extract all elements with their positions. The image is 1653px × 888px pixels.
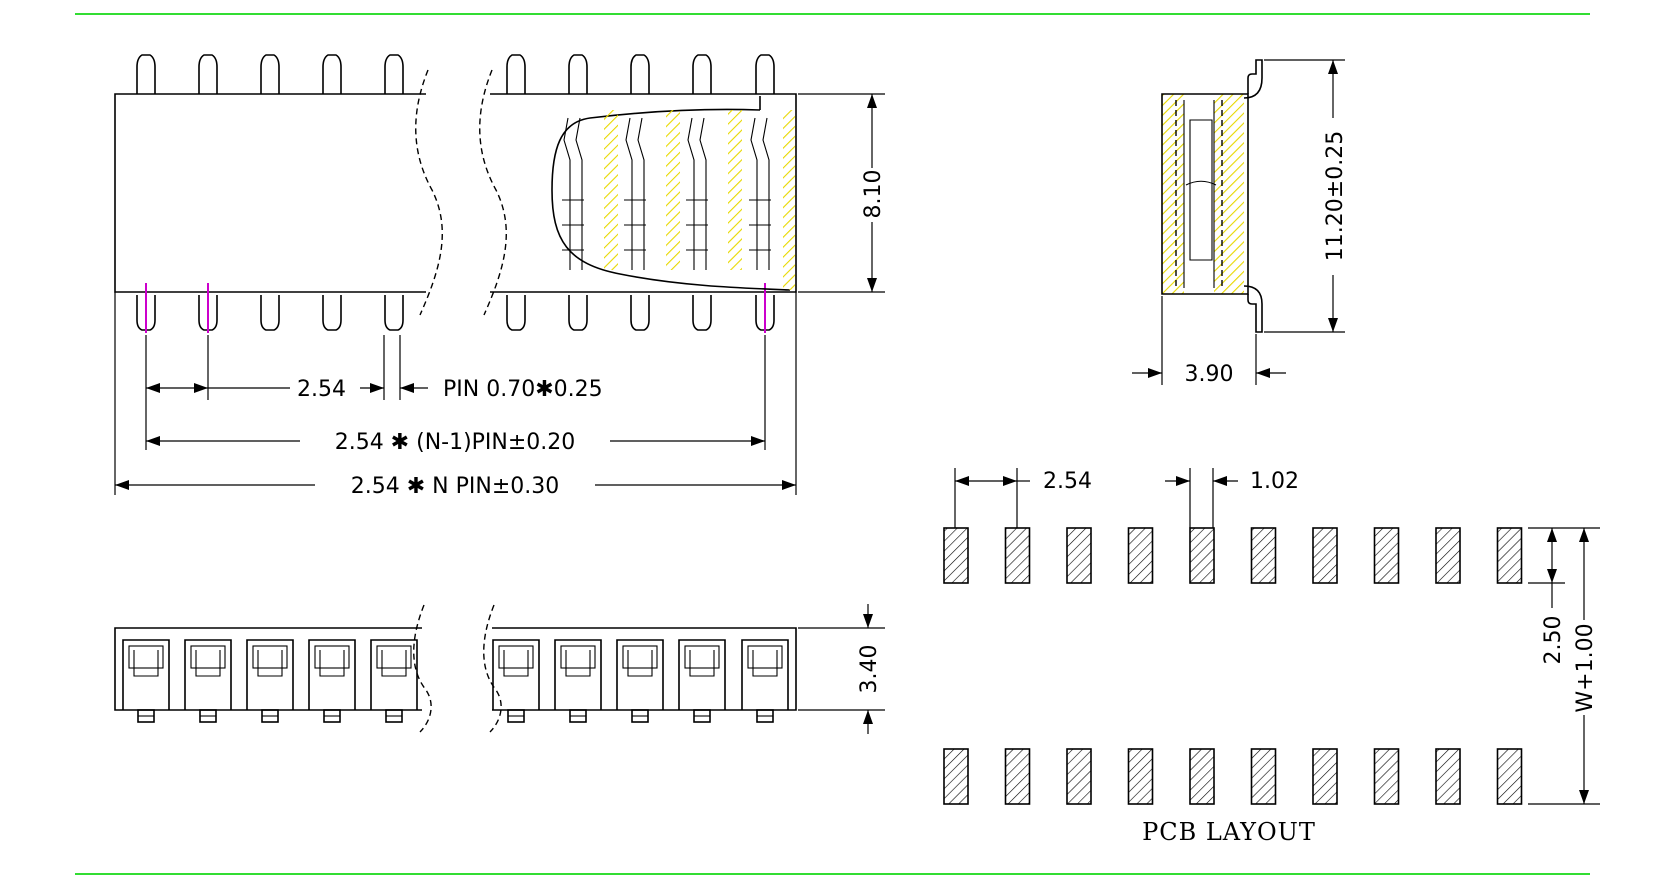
pin-span-label: 2.54 ✱ (N-1)PIN±0.20	[335, 430, 576, 455]
top-pin-10	[755, 54, 775, 94]
side-view: 11.20±0.25 3.90	[1132, 59, 1348, 387]
top-pin-7	[568, 54, 588, 94]
side-width-label: 3.90	[1185, 362, 1234, 387]
pcb-pad-length-label: 2.50	[1541, 616, 1566, 665]
bottom-cell-9	[678, 639, 726, 723]
bottom-cell-4	[308, 639, 356, 723]
pcb-row-span-label: W+1.00	[1573, 623, 1598, 712]
top-pin-9	[692, 54, 712, 94]
pcb-pad-top-9	[1435, 527, 1461, 584]
top-pins	[136, 54, 775, 94]
bottom-pin-3	[260, 295, 280, 331]
bottom-cell-8	[616, 639, 664, 723]
pcb-pad-top-6	[1250, 527, 1277, 584]
pcb-pad-top-8	[1373, 527, 1400, 584]
bottom-cell-5	[370, 639, 418, 723]
front-view: 8.10 2.54 PIN 0.70✱0.25 2.54 ✱ (N-1)PIN±…	[114, 54, 886, 499]
contact-rib-4	[749, 199, 771, 251]
bottom-cell-6	[492, 639, 540, 723]
contact-rib-3	[686, 199, 708, 251]
bottom-cell-10	[741, 639, 789, 723]
top-pin-1	[136, 54, 156, 94]
bottom-pin-5	[384, 295, 404, 331]
top-pin-6	[506, 54, 526, 94]
pcb-pad-top-7	[1312, 527, 1338, 584]
bottom-cell-2	[184, 639, 232, 723]
top-pin-2	[198, 54, 218, 94]
pcb-pad-bottom-8	[1373, 748, 1400, 805]
pcb-pad-bottom-2	[1004, 748, 1031, 805]
top-pin-3	[260, 54, 280, 94]
bottom-cell-7	[554, 639, 602, 723]
pcb-pad-bottom-5	[1189, 748, 1215, 805]
pcb-pad-bottom-6	[1250, 748, 1277, 805]
side-height-label: 11.20±0.25	[1323, 131, 1348, 261]
pcb-pad-top-2	[1004, 527, 1031, 584]
bottom-cell-1	[122, 639, 170, 723]
bottom-pins	[136, 295, 775, 331]
pitch-dimension-label: 2.54	[297, 377, 346, 402]
pcb-pad-bottom-1	[943, 748, 969, 805]
pcb-layout-title: PCB LAYOUT	[1142, 818, 1316, 846]
bottom-cell-3	[246, 639, 294, 723]
height-dimension-label: 8.10	[861, 170, 886, 219]
bottom-view: 3.40	[114, 604, 885, 734]
pcb-pad-top-3	[1066, 527, 1092, 584]
bottom-pin-7	[568, 295, 588, 331]
spring-contact-3	[687, 117, 707, 270]
top-pin-4	[322, 54, 342, 94]
spring-contact-4	[750, 117, 770, 270]
pcb-pad-bottom-9	[1435, 748, 1461, 805]
pcb-pad-width-label: 1.02	[1250, 469, 1299, 494]
pcb-pad-bottom-4	[1127, 748, 1154, 805]
bottom-pin-4	[322, 295, 342, 331]
pcb-pad-top-10	[1496, 527, 1523, 584]
contact-rib-2	[624, 199, 646, 251]
bottom-pin-6	[506, 295, 526, 331]
pcb-layout: 2.54 1.02 2.50 W+1.00 PCB LAYOUT	[943, 468, 1600, 846]
contact-rib-1	[562, 199, 584, 251]
pin-size-label: PIN 0.70✱0.25	[443, 377, 603, 402]
top-pin-8	[630, 54, 650, 94]
spring-contact-2	[625, 117, 645, 270]
pcb-pad-top-4	[1127, 527, 1154, 584]
pcb-pad-bottom-10	[1496, 748, 1523, 805]
pcb-pad-bottom-3	[1066, 748, 1092, 805]
top-pin-5	[384, 54, 404, 94]
bottom-pin-8	[630, 295, 650, 331]
bottom-pin-9	[692, 295, 712, 331]
total-length-label: 2.54 ✱ N PIN±0.30	[351, 474, 559, 499]
pcb-pitch-label: 2.54	[1043, 469, 1092, 494]
pcb-pad-top-1	[943, 527, 969, 584]
pcb-pad-top-5	[1189, 527, 1215, 584]
spring-contact-1	[563, 117, 583, 270]
pcb-pad-bottom-7	[1312, 748, 1338, 805]
bottom-height-label: 3.40	[857, 645, 882, 694]
cutaway-section	[551, 96, 795, 291]
